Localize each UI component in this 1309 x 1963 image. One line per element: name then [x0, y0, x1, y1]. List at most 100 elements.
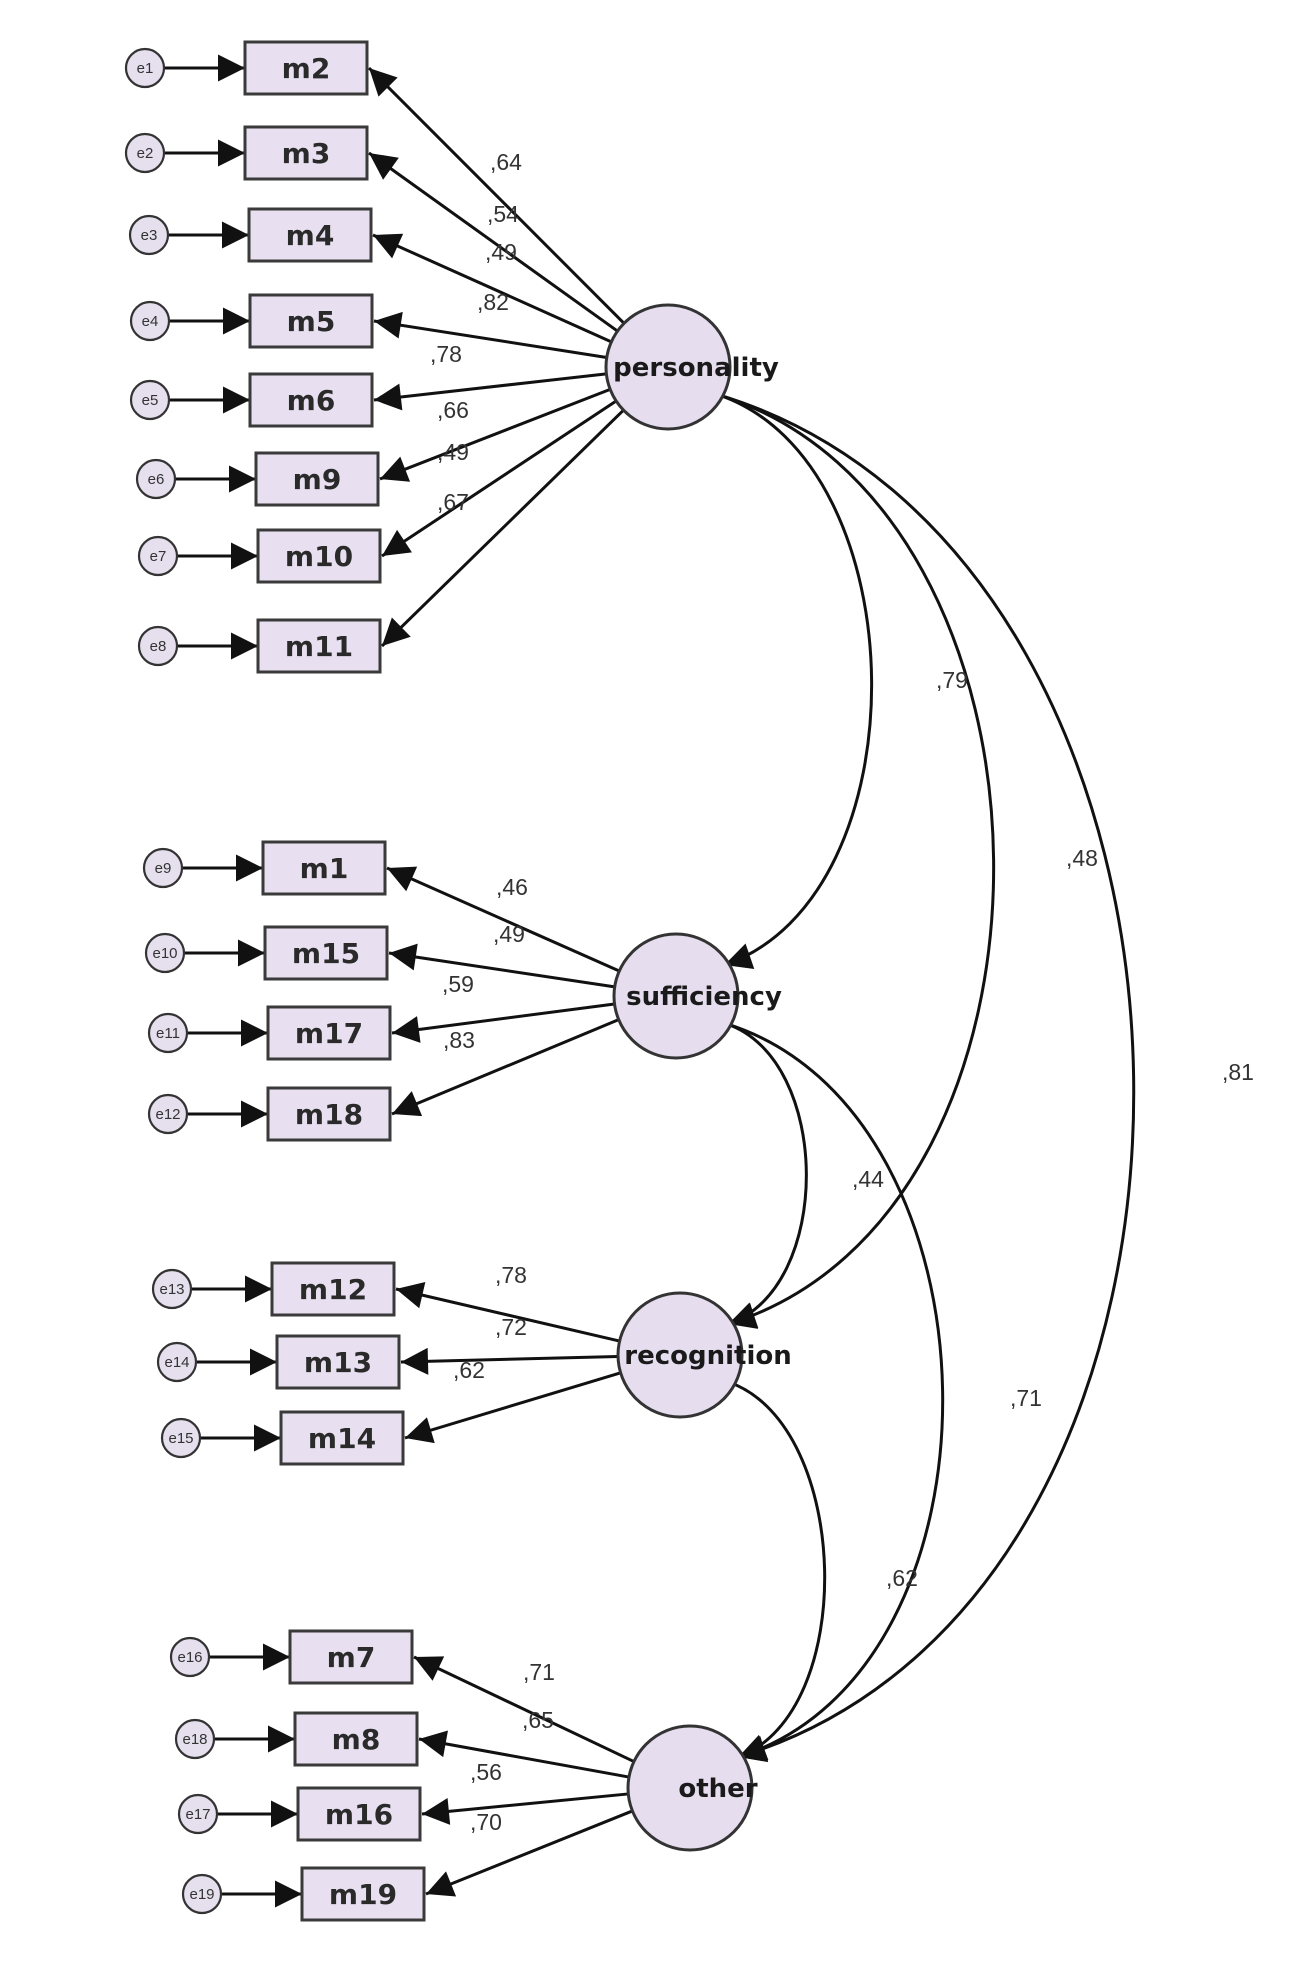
- error-term-e14[interactable]: [156, 1341, 198, 1383]
- indicator-label: m11: [285, 630, 353, 663]
- covariance-value: ,48: [1066, 845, 1098, 871]
- loading-value: ,70: [470, 1809, 502, 1835]
- loading-value: ,83: [443, 1027, 475, 1053]
- indicator-label: m1: [300, 852, 349, 885]
- covariance-path-personality-recognition: [689, 373, 996, 1329]
- loading-path-m18: [391, 1018, 620, 1117]
- indicator-box-m10[interactable]: [256, 528, 382, 584]
- indicator-box-m7[interactable]: [288, 1629, 414, 1685]
- covariance-value: ,81: [1222, 1059, 1254, 1085]
- error-term-label: e17: [185, 1806, 210, 1823]
- error-term-e13[interactable]: [151, 1268, 193, 1310]
- loading-value: ,49: [485, 239, 517, 265]
- error-term-e12[interactable]: [147, 1093, 189, 1135]
- error-term-label: e15: [168, 1430, 193, 1447]
- error-term-label: e10: [152, 945, 177, 962]
- latent-factor-sufficiency[interactable]: [612, 932, 740, 1060]
- indicator-label: m10: [285, 540, 353, 573]
- error-term-label: e8: [150, 638, 167, 655]
- indicator-box-m8[interactable]: [293, 1711, 419, 1767]
- covariance-value: ,79: [936, 667, 968, 693]
- covariance-path-personality-other: [689, 374, 1136, 1763]
- indicator-label: m2: [282, 52, 331, 85]
- error-term-label: e19: [189, 1886, 214, 1903]
- covariance-path-personality-sufficiency: [688, 373, 874, 969]
- loading-value: ,62: [453, 1357, 485, 1383]
- loading-path-m1: [386, 866, 620, 973]
- loading-value: ,82: [477, 289, 509, 315]
- error-term-e4[interactable]: [129, 300, 171, 342]
- loading-value: ,78: [430, 341, 462, 367]
- loading-path-m5: [373, 311, 607, 359]
- loading-value: ,67: [437, 489, 469, 515]
- indicator-box-m6[interactable]: [248, 372, 374, 428]
- error-term-label: e12: [155, 1106, 180, 1123]
- error-term-e17[interactable]: [177, 1793, 219, 1835]
- error-term-e9[interactable]: [142, 847, 184, 889]
- loading-value: ,56: [470, 1759, 502, 1785]
- indicator-box-m5[interactable]: [248, 293, 374, 349]
- indicator-label: m7: [327, 1641, 376, 1674]
- error-term-e19[interactable]: [181, 1873, 223, 1915]
- indicator-label: m5: [287, 305, 336, 338]
- indicator-box-m14[interactable]: [279, 1410, 405, 1466]
- error-term-e2[interactable]: [124, 132, 166, 174]
- loading-path-m8: [418, 1730, 630, 1779]
- loading-path-m3: [368, 151, 619, 333]
- loading-value: ,71: [523, 1659, 555, 1685]
- error-term-e16[interactable]: [169, 1636, 211, 1678]
- error-term-e3[interactable]: [128, 214, 170, 256]
- indicator-box-m19[interactable]: [300, 1866, 426, 1922]
- error-term-e7[interactable]: [137, 535, 179, 577]
- error-term-e8[interactable]: [137, 625, 179, 667]
- indicator-box-m2[interactable]: [243, 40, 369, 96]
- covariance-path-sufficiency-recognition: [696, 1002, 808, 1328]
- loading-value: ,65: [522, 1707, 554, 1733]
- error-term-e18[interactable]: [174, 1718, 216, 1760]
- latent-factor-personality[interactable]: [604, 303, 732, 431]
- latent-factor-recognition[interactable]: [616, 1291, 744, 1419]
- loading-value: ,78: [495, 1262, 527, 1288]
- indicator-label: m17: [295, 1017, 363, 1050]
- indicator-label: m8: [332, 1723, 381, 1756]
- loading-path-m6: [373, 372, 607, 411]
- indicator-box-m17[interactable]: [266, 1005, 392, 1061]
- loading-path-m16: [421, 1792, 629, 1825]
- error-term-e6[interactable]: [135, 458, 177, 500]
- indicator-label: m16: [325, 1798, 393, 1831]
- loading-value: ,46: [496, 874, 528, 900]
- indicator-box-m1[interactable]: [261, 840, 387, 896]
- covariance-path-recognition-other: [700, 1360, 827, 1761]
- error-term-label: e14: [164, 1354, 189, 1371]
- error-term-e10[interactable]: [144, 932, 186, 974]
- error-term-e15[interactable]: [160, 1417, 202, 1459]
- loading-path-m11: [380, 409, 625, 648]
- indicator-box-m13[interactable]: [275, 1334, 401, 1390]
- indicator-box-m9[interactable]: [254, 451, 380, 507]
- indicator-label: m15: [292, 937, 360, 970]
- error-term-e11[interactable]: [147, 1012, 189, 1054]
- error-term-e1[interactable]: [124, 47, 166, 89]
- indicator-box-m18[interactable]: [266, 1086, 392, 1142]
- coefficient-layer: ,64,54,49,82,78,66,49,67,46,49,59,83,78,…: [430, 149, 1254, 1835]
- covariance-value: ,71: [1010, 1385, 1042, 1411]
- indicator-box-m16[interactable]: [296, 1786, 422, 1842]
- indicator-box-m12[interactable]: [270, 1261, 396, 1317]
- loading-path-m4: [372, 233, 612, 344]
- indicator-label: m13: [304, 1346, 372, 1379]
- indicator-label: m6: [287, 384, 336, 417]
- indicator-box-m4[interactable]: [247, 207, 373, 263]
- indicator-label: m18: [295, 1098, 363, 1131]
- loading-path-m19: [425, 1809, 633, 1897]
- indicator-box-m15[interactable]: [263, 925, 389, 981]
- error-term-label: e18: [182, 1731, 207, 1748]
- error-term-e5[interactable]: [129, 379, 171, 421]
- indicator-box-m3[interactable]: [243, 125, 369, 181]
- error-term-label: e7: [150, 548, 167, 565]
- loading-value: ,54: [487, 201, 519, 227]
- error-term-label: e13: [159, 1281, 184, 1298]
- indicator-box-m11[interactable]: [256, 618, 382, 674]
- latent-factor-other[interactable]: [626, 1724, 754, 1852]
- indicator-label: m14: [308, 1422, 376, 1455]
